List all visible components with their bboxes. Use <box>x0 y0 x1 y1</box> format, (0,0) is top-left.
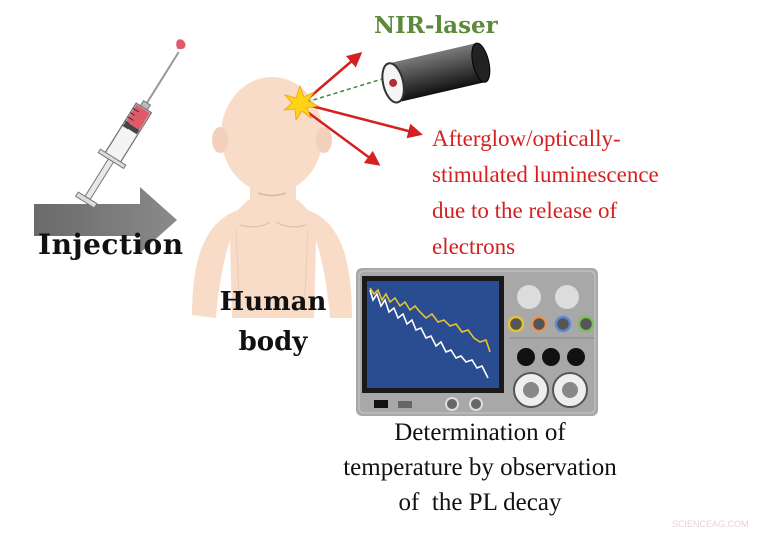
determination-caption: Determination of temperature by observat… <box>305 415 655 520</box>
afterglow-line: stimulated luminescence <box>432 162 659 187</box>
laser-beam <box>299 75 393 105</box>
oscilloscope-icon <box>356 268 598 416</box>
injection-arrow <box>34 187 177 253</box>
decay-trace-yellow <box>369 287 491 353</box>
syringe-icon <box>74 39 186 209</box>
afterglow-description: Afterglow/optically- stimulated luminesc… <box>432 121 659 265</box>
determination-line: Determination of <box>394 419 566 446</box>
watermark: SCIENCEAG.COM <box>672 519 749 529</box>
determination-line: of the PL decay <box>398 489 562 516</box>
emission-arrows <box>301 52 423 166</box>
starburst-icon <box>282 84 320 122</box>
nir-laser-label: NIR-laser <box>374 12 498 39</box>
afterglow-line: Afterglow/optically- <box>432 126 621 151</box>
determination-line: temperature by observation <box>343 454 617 481</box>
human-body-line: Human <box>219 287 327 317</box>
human-body-label: Human body <box>218 282 328 362</box>
injection-label: Injection <box>38 228 184 261</box>
laser-cylinder-icon <box>381 42 491 104</box>
decay-trace-white <box>369 289 489 379</box>
afterglow-line: due to the release of <box>432 198 618 223</box>
human-body-line: body <box>238 327 308 357</box>
afterglow-line: electrons <box>432 234 516 259</box>
